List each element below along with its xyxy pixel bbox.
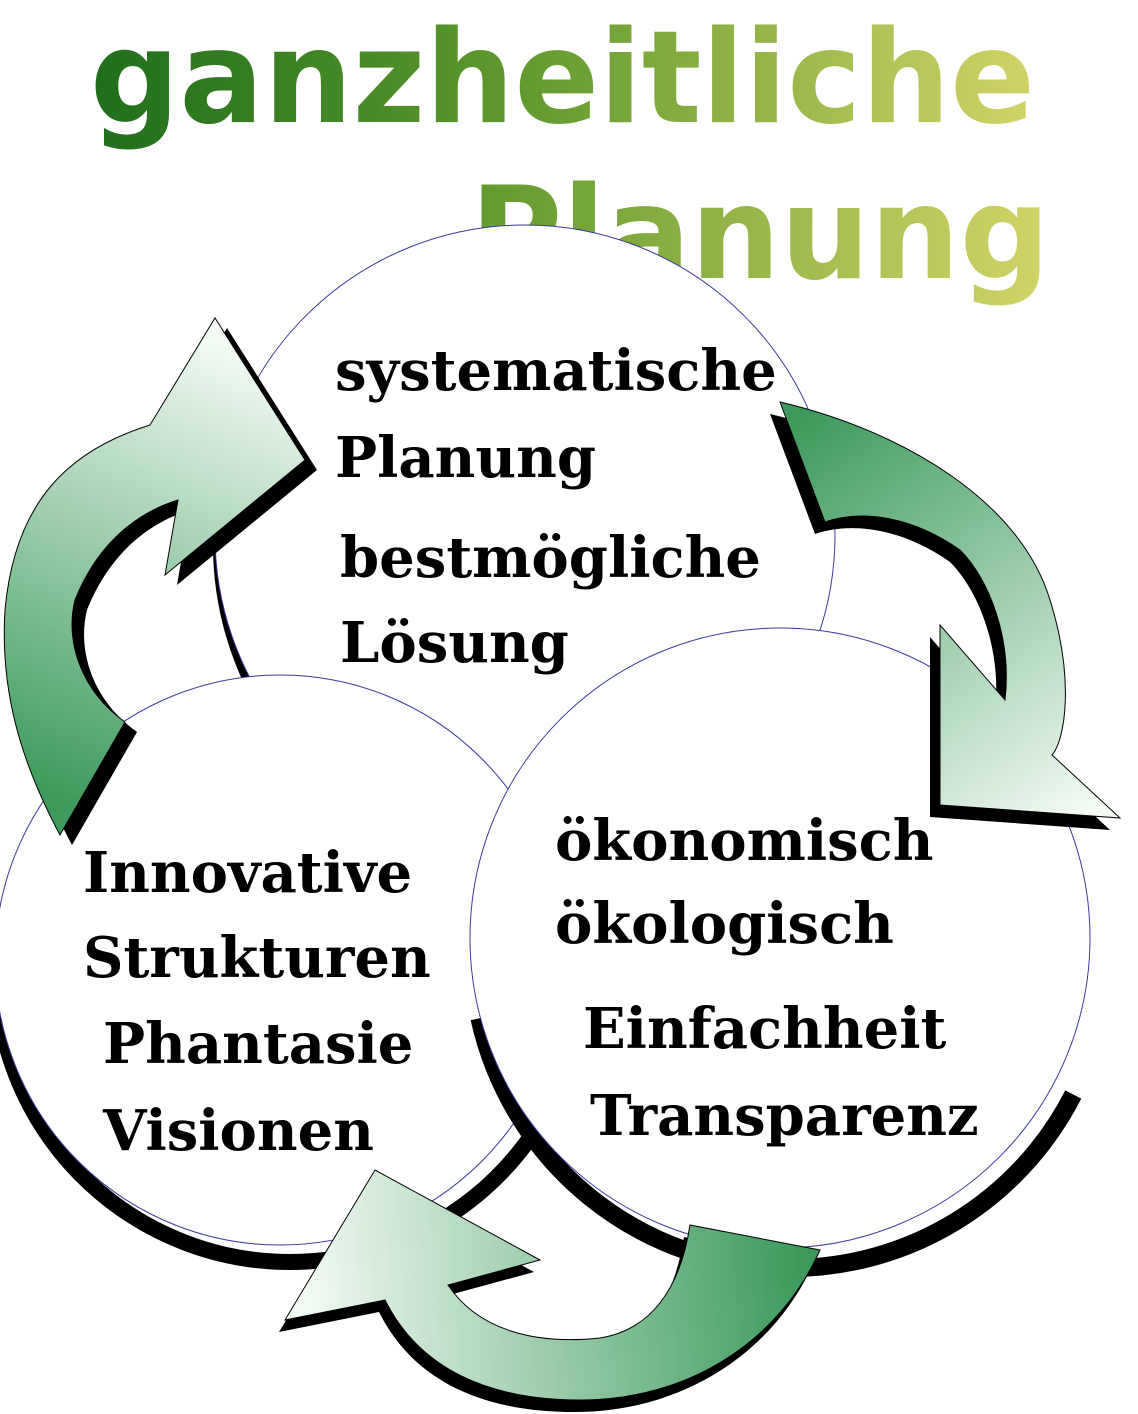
arrow-right-to-left-shape xyxy=(283,1169,821,1401)
left-circle-line-4: Visionen xyxy=(102,1098,374,1164)
top-circle-line-2: Planung xyxy=(335,425,596,491)
arrow-top-to-right xyxy=(770,401,1122,830)
arrow-top-to-right-shape xyxy=(779,401,1122,819)
right-circle-line-1: ökonomisch xyxy=(555,808,933,874)
circle-left-shadow xyxy=(0,666,592,1270)
left-circle-line-3: Phantasie xyxy=(103,1011,413,1077)
top-circle-line-4: Lösung xyxy=(340,610,569,676)
right-circle-line-2: ökologisch xyxy=(555,891,894,957)
arrow-left-to-top xyxy=(3,317,317,845)
title-line-1: ganzheitliche xyxy=(90,4,1035,153)
left-circle-line-1: Innovative xyxy=(83,840,412,906)
top-circle-line-1: systematische xyxy=(335,338,777,404)
right-circle-line-3: Einfachheit xyxy=(583,996,946,1062)
arrow-right-to-left xyxy=(279,1169,821,1412)
top-circle-line-3: bestmögliche xyxy=(340,525,761,591)
left-circle-line-2: Strukturen xyxy=(83,925,431,991)
right-circle-line-4: Transparenz xyxy=(590,1083,979,1149)
arrow-left-to-top-shape xyxy=(3,317,306,837)
